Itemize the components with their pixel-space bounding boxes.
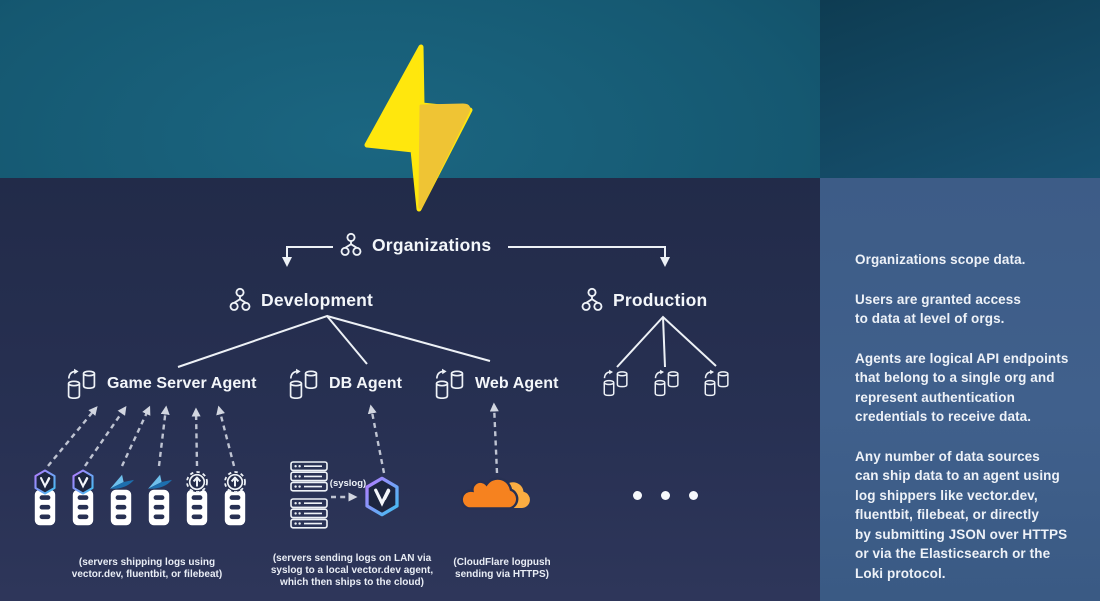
- agent-label: Game Server Agent: [107, 375, 257, 392]
- web-agent-node: Web Agent: [434, 367, 559, 401]
- note-users: Users are granted access to data at leve…: [855, 291, 1022, 327]
- database-sync-icon: [289, 367, 318, 400]
- cloudflare-icon: [461, 477, 531, 510]
- dot: [661, 491, 670, 500]
- agent-label: DB Agent: [329, 375, 403, 392]
- vector-dev-icon: [72, 469, 94, 495]
- note-agents: Agents are logical API endpoints that be…: [855, 350, 1069, 425]
- vector-dev-icon: [365, 476, 399, 517]
- development-node-label: Development: [261, 290, 374, 310]
- production-node-label: Production: [613, 290, 708, 310]
- sidebar-notes: Organizations scope data. Users are gran…: [855, 250, 1093, 601]
- note-organizations: Organizations scope data.: [855, 252, 1026, 267]
- dot: [633, 491, 642, 500]
- server-rack-icon: [290, 498, 328, 529]
- caption-cloudflare: (CloudFlare logpush sending via HTTPS): [453, 557, 551, 580]
- fluentbit-icon: [110, 474, 134, 489]
- database-sync-icon: [654, 368, 679, 397]
- connector-lines: [47, 246, 717, 502]
- server-icon: [186, 489, 208, 526]
- org-chart-icon: [581, 287, 603, 311]
- filebeat-icon: [224, 471, 246, 493]
- game-server-agent-node: Game Server Agent: [66, 367, 257, 401]
- server-icon: [148, 489, 170, 526]
- more-agents-ellipsis: [633, 491, 698, 500]
- caption-syslog: (servers sending logs on LAN via syslog …: [270, 553, 434, 588]
- org-node-label: Organizations: [372, 235, 492, 255]
- server-icon: [224, 489, 246, 526]
- org-node: Organizations: [339, 232, 491, 259]
- production-node: Production: [580, 287, 707, 314]
- sidebar-top-band: [820, 0, 1100, 178]
- server-icon: [110, 489, 132, 526]
- database-sync-icon: [603, 368, 628, 397]
- fluentbit-icon: [148, 474, 172, 489]
- development-node: Development: [228, 287, 373, 314]
- server-rack-icon: [290, 461, 328, 492]
- navy-diagram-area: [0, 178, 820, 601]
- database-sync-icon: [704, 368, 729, 397]
- filebeat-icon: [186, 471, 208, 493]
- sidebar-panel: [820, 178, 1100, 601]
- database-sync-icon: [435, 367, 464, 400]
- org-chart-icon: [229, 287, 251, 311]
- db-agent-node: DB Agent: [288, 367, 402, 401]
- vector-dev-icon: [34, 469, 56, 495]
- note-data-sources: Any number of data sources can ship data…: [855, 448, 1068, 581]
- syslog-label: (syslog): [329, 478, 367, 489]
- org-chart-icon: [340, 232, 362, 256]
- database-sync-icon: [67, 367, 96, 400]
- agent-label: Web Agent: [475, 375, 559, 392]
- lightning-bolt-icon: [364, 44, 473, 212]
- dot: [689, 491, 698, 500]
- caption-game-servers: (servers shipping logs using vector.dev,…: [71, 557, 223, 580]
